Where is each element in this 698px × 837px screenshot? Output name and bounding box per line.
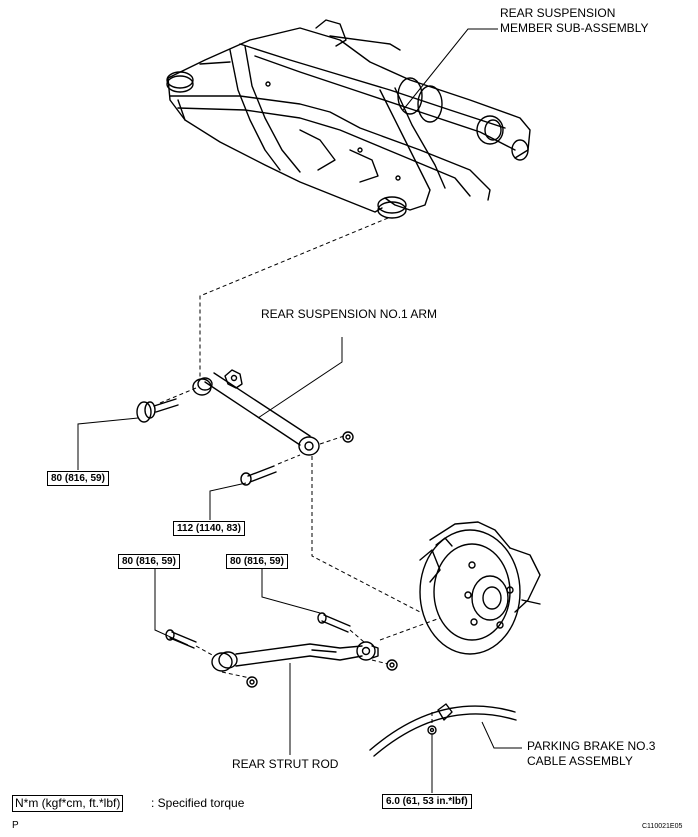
torque-arm-inner-bolt: 80 (816, 59) [47, 471, 109, 486]
rear-suspension-member-label: REAR SUSPENSION MEMBER SUB-ASSEMBLY [500, 6, 649, 35]
parking-brake-cable-drawing [369, 703, 517, 757]
torque-arm-outer-bolt: 112 (1140, 83) [173, 521, 245, 536]
rear-strut-rod-label: REAR STRUT ROD [232, 757, 339, 771]
rear-axle-carrier-drawing [419, 521, 541, 655]
figure-code: C110021E05 [642, 823, 683, 830]
torque-strut-inner-bolt: 80 (816, 59) [118, 554, 180, 569]
leader-lines [77, 28, 522, 793]
torque-unit-legend-box: N*m (kgf*cm, ft.*lbf) [12, 795, 124, 812]
torque-legend-description: : Specified torque [151, 796, 245, 810]
installation-dashed-lines [159, 217, 441, 724]
rear-suspension-member-drawing [166, 19, 531, 219]
torque-strut-outer-bolt: 80 (816, 59) [226, 554, 288, 569]
rear-suspension-no1-arm-drawing [136, 369, 354, 486]
torque-cable-bolt: 6.0 (61, 53 in.*lbf) [382, 794, 472, 809]
rear-strut-rod-drawing [165, 612, 398, 688]
footer-left-mark: P [12, 820, 19, 831]
rear-suspension-no1-arm-label: REAR SUSPENSION NO.1 ARM [261, 307, 438, 321]
parking-brake-cable-label: PARKING BRAKE NO.3 CABLE ASSEMBLY [527, 739, 656, 768]
